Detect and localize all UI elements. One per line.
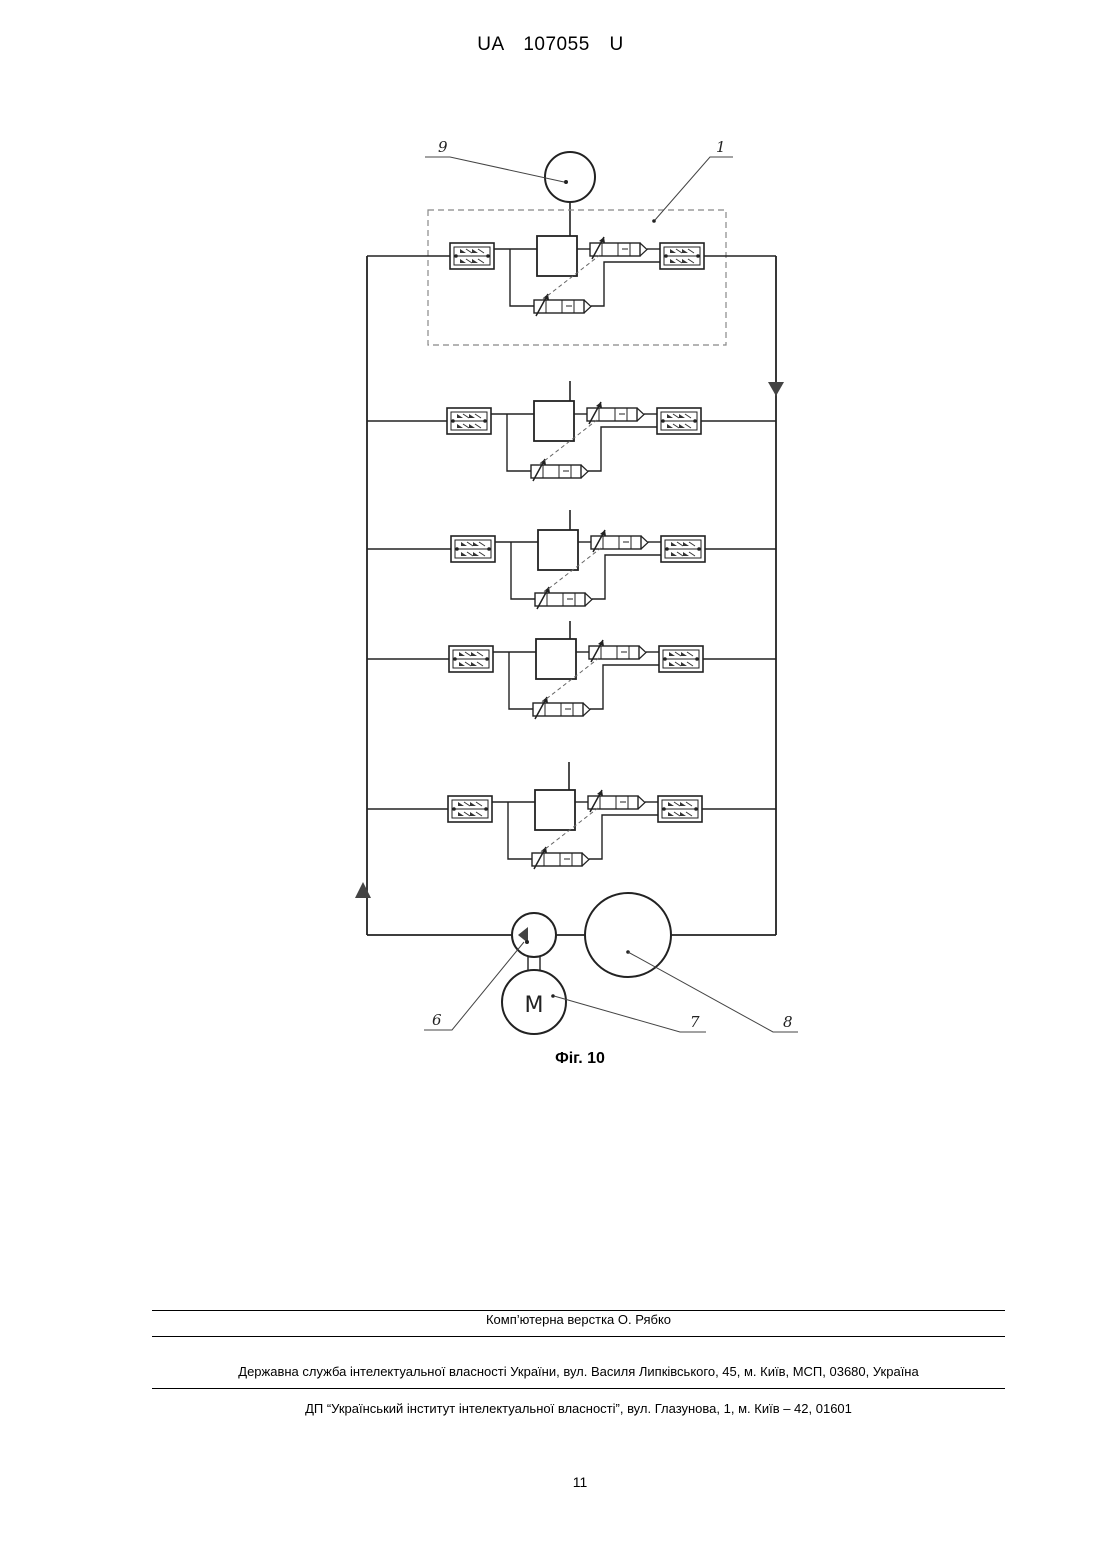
pump-6	[512, 913, 556, 957]
callout-1: 1	[655, 138, 733, 220]
callout-7-label: 7	[690, 1013, 700, 1031]
footer-agency-address: Державна служба інтелектуальної власност…	[152, 1364, 1005, 1379]
footer-divider-top	[152, 1310, 1005, 1311]
flow-arrow-up-icon	[355, 882, 371, 898]
control-unit-4	[367, 621, 776, 719]
pressure-line-left	[355, 256, 371, 935]
footer-typesetting: Комп’ютерна верстка О. Рябко	[152, 1312, 1005, 1327]
flow-arrow-down-icon	[768, 382, 784, 396]
page-number: 11	[0, 1474, 1101, 1490]
callout-1-label: 1	[716, 138, 726, 156]
drain-line-right	[768, 256, 784, 935]
control-unit-5	[367, 762, 776, 869]
figure-caption: Фіг. 10	[0, 1050, 1101, 1068]
callout-6-label: 6	[432, 1011, 442, 1029]
footer-divider-bottom	[152, 1388, 1005, 1389]
callout-8-label: 8	[783, 1013, 793, 1031]
footer-divider-middle	[152, 1336, 1005, 1337]
motor-7: M	[502, 970, 566, 1034]
footer-institute-address: ДП “Український інститут інтелектуальної…	[152, 1401, 1005, 1416]
control-unit-2	[367, 381, 776, 481]
unit-1-boundary	[428, 210, 726, 345]
control-unit-3	[367, 510, 776, 609]
callout-7: 7	[554, 996, 706, 1032]
motor-letter: M	[525, 993, 544, 1018]
hydraulic-circuit-diagram: M	[0, 0, 1101, 1100]
gauge-9	[545, 152, 595, 236]
callout-9: 9	[425, 138, 564, 182]
tank-8	[585, 893, 671, 977]
callout-9-label: 9	[438, 138, 448, 156]
